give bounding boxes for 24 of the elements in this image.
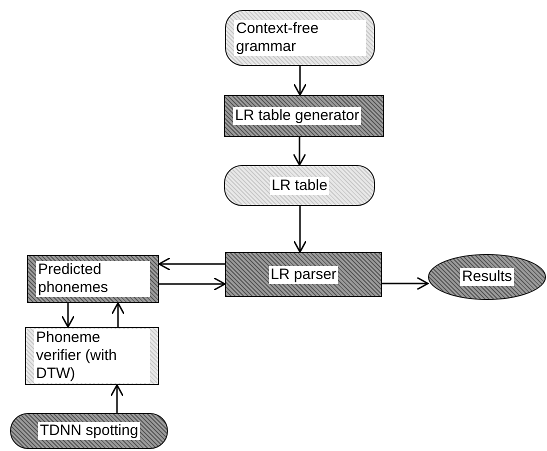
process-box bbox=[27, 255, 159, 303]
node-label: TDNN spotting bbox=[38, 422, 140, 440]
arrow bbox=[159, 277, 226, 291]
arrow bbox=[293, 66, 307, 96]
arrow bbox=[111, 302, 125, 327]
process-box bbox=[25, 327, 159, 385]
arrow bbox=[382, 276, 429, 290]
terminal-box bbox=[224, 165, 375, 206]
process-box bbox=[224, 95, 384, 137]
terminal-box bbox=[10, 413, 168, 449]
node-label: LR table bbox=[270, 176, 330, 194]
arrow bbox=[110, 384, 124, 413]
node-label: LR parser bbox=[268, 266, 338, 284]
arrow bbox=[292, 137, 306, 166]
node-label: Context-free grammar bbox=[234, 20, 366, 56]
terminal-box bbox=[225, 10, 375, 66]
node-label: LR table generator bbox=[233, 107, 362, 125]
node-label: Results bbox=[460, 268, 514, 286]
node-label: Predicted phonemes bbox=[36, 261, 150, 297]
arrow bbox=[61, 303, 75, 328]
process-box bbox=[225, 252, 382, 297]
arrow bbox=[158, 257, 225, 271]
arrow bbox=[293, 206, 307, 253]
node-label: Phoneme verifier (with DTW) bbox=[34, 329, 150, 383]
